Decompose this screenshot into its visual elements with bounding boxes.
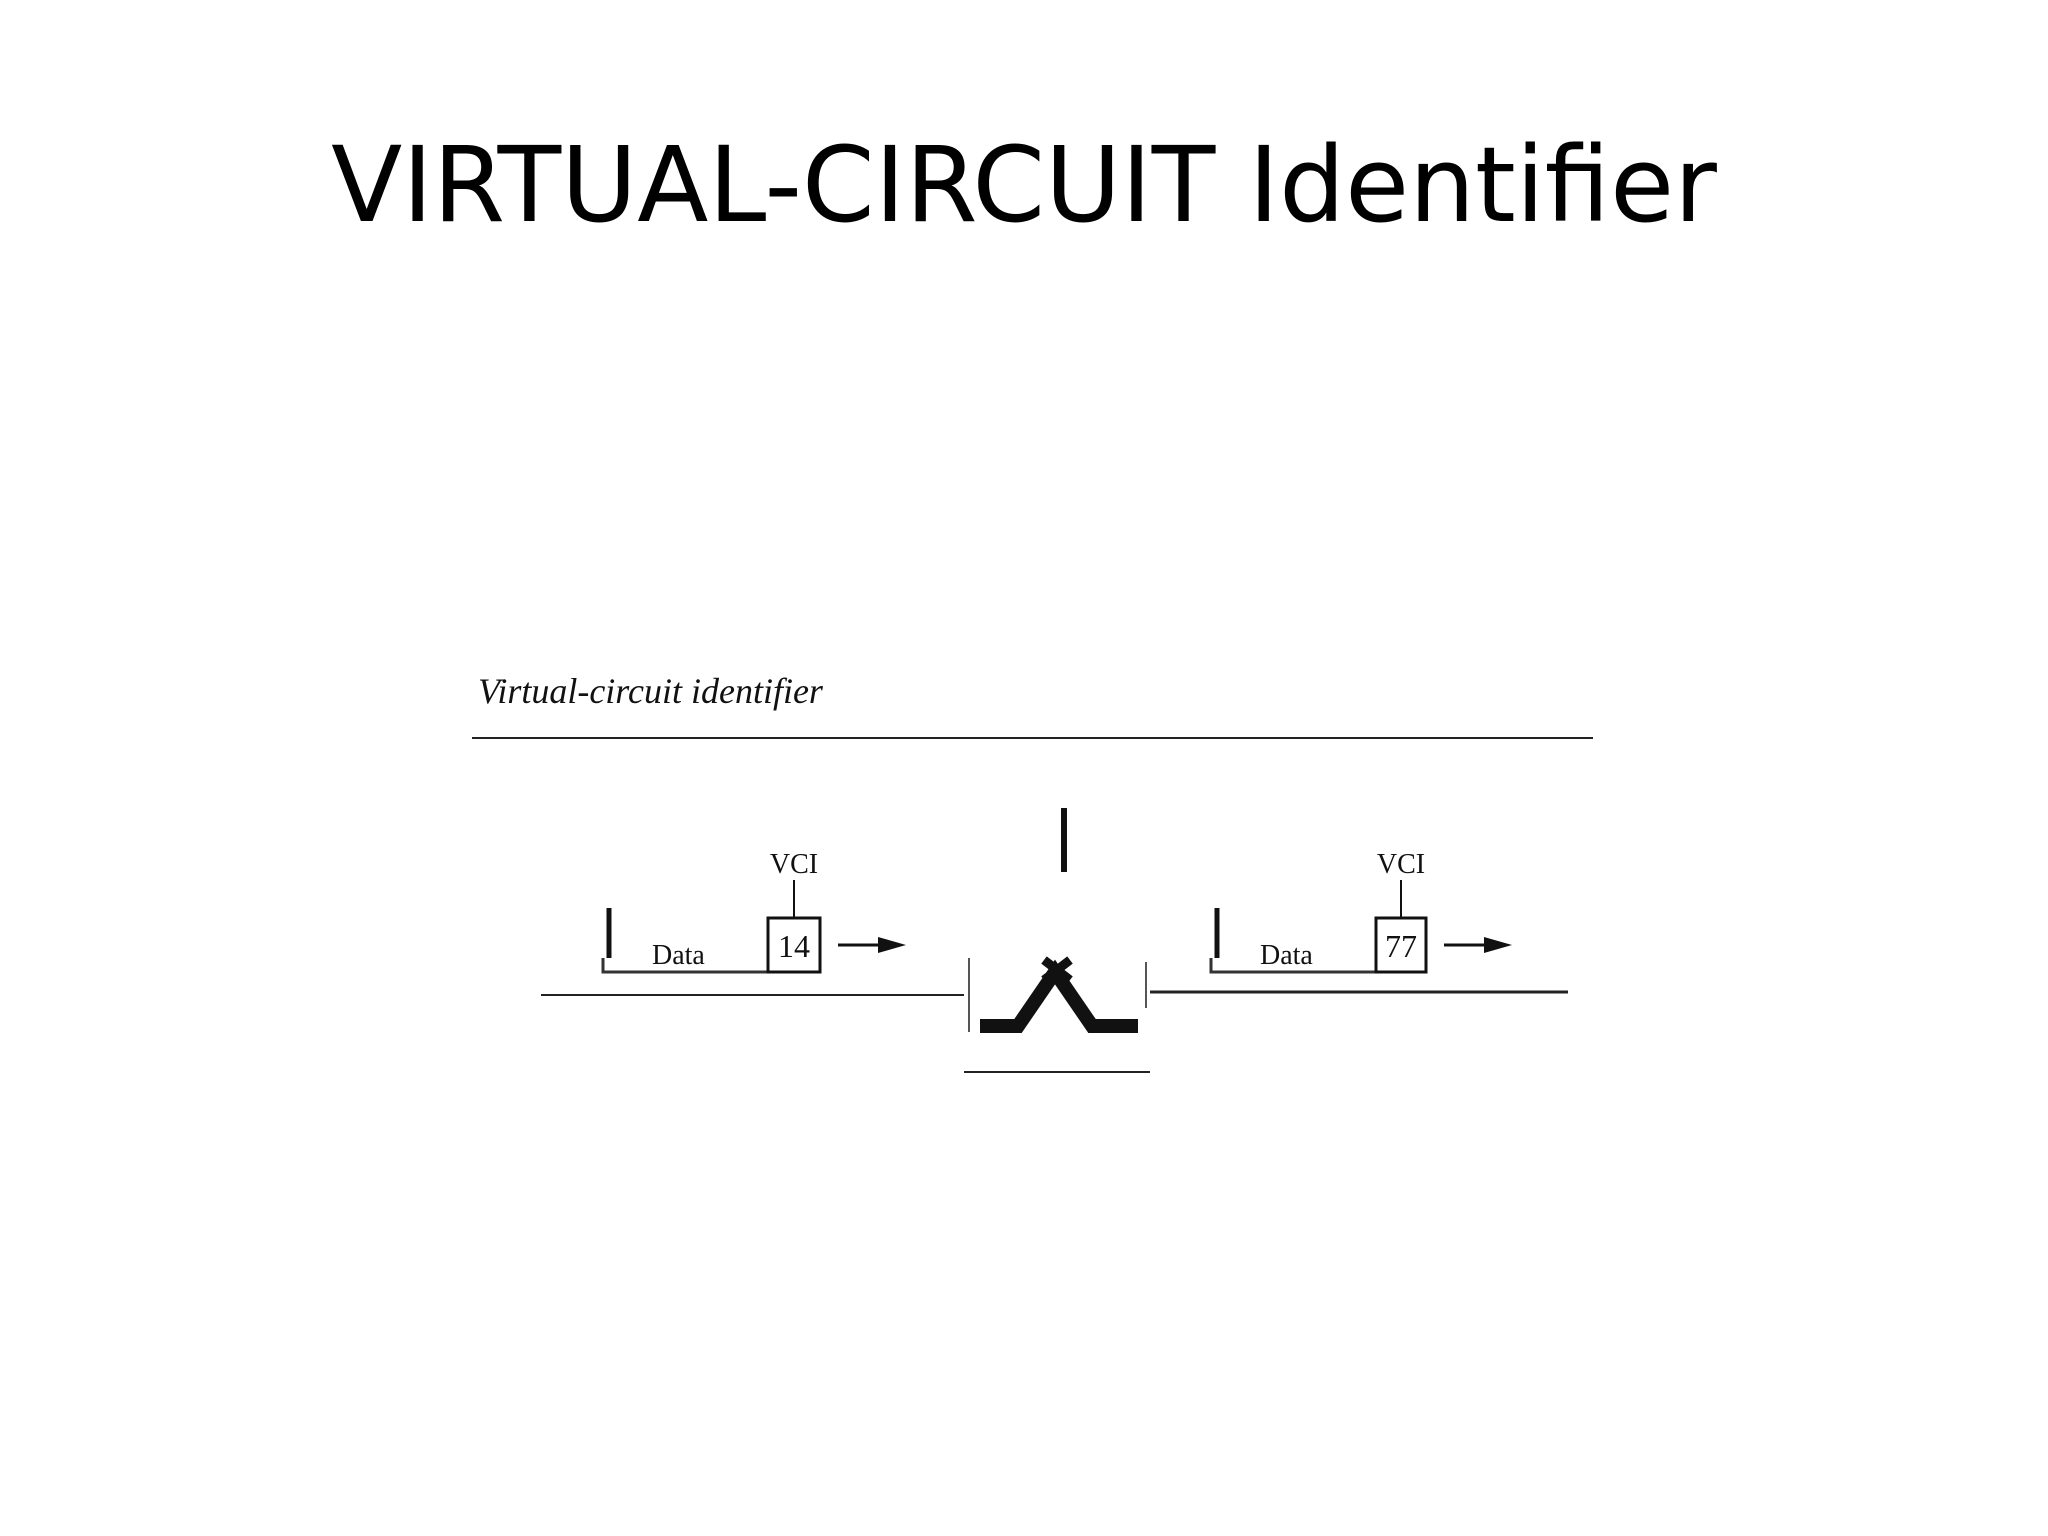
- left-frame: Data 14 VCI: [601, 849, 906, 974]
- arrow-right-icon: [838, 937, 906, 953]
- vci-box: [766, 916, 822, 974]
- frame-bracket: [601, 958, 768, 974]
- frame-data-label: Data: [652, 940, 705, 971]
- vci-value: 14: [778, 928, 810, 964]
- slide-title: VIRTUAL-CIRCUIT Identifier: [331, 124, 1717, 246]
- vci-value: 77: [1385, 928, 1417, 964]
- frame-bracket: [1209, 958, 1376, 974]
- figure-caption: Virtual-circuit identifier: [478, 671, 824, 711]
- vci-label: VCI: [770, 849, 818, 880]
- vci-label: VCI: [1377, 849, 1425, 880]
- arrow-right-icon: [1444, 937, 1512, 953]
- switch-icon: [964, 808, 1150, 1073]
- switch-symbol: [980, 959, 1138, 1033]
- right-frame: Data 77 VCI: [1209, 849, 1512, 974]
- frame-data-label: Data: [1260, 940, 1313, 971]
